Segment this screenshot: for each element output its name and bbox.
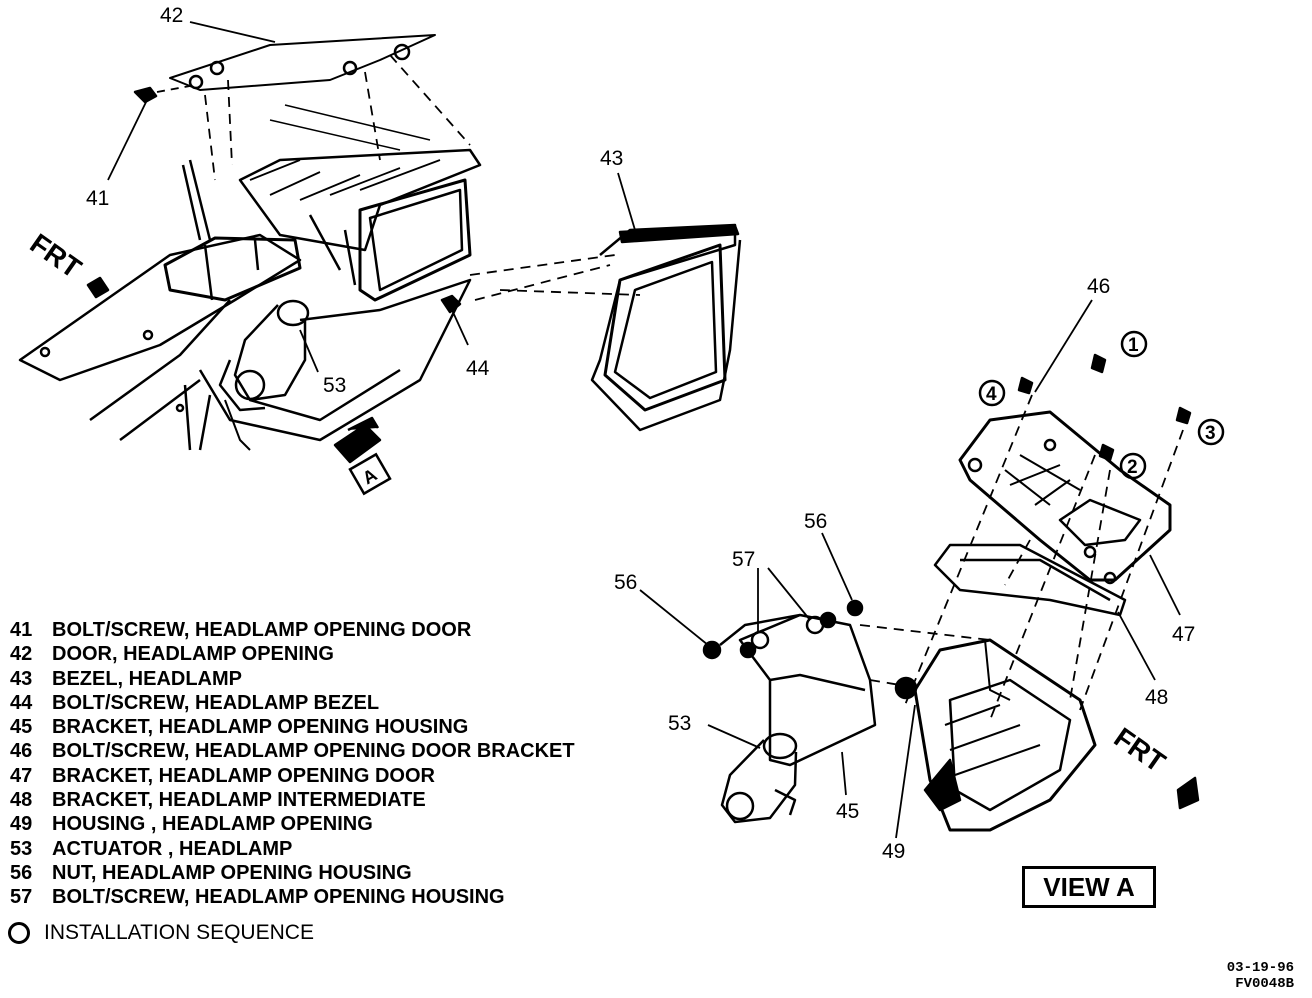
sequence-marker-3-circle [1197,418,1225,446]
callout-labels: 41 42 43 44 53 46 56 56 57 47 48 53 45 4… [86,4,1195,863]
legend-text: BOLT/SCREW, HEADLAMP OPENING DOOR BRACKE… [52,740,575,763]
legend-row: 48 BRACKET, HEADLAMP INTERMEDIATE [10,788,630,812]
document-date: 03-19-96 [1226,960,1294,976]
sequence-markers: 1 2 3 4 [978,330,1225,480]
legend-text: BRACKET, HEADLAMP INTERMEDIATE [52,789,426,812]
callout-42: 42 [160,4,183,27]
callout-41: 41 [86,187,109,210]
legend-row: 47 BRACKET, HEADLAMP OPENING DOOR [10,764,630,788]
callout-56-left: 56 [614,571,637,594]
document-code: 03-19-96 FV0048B [1227,960,1294,992]
legend-text: BRACKET, HEADLAMP OPENING DOOR [52,764,435,787]
callout-56-right: 56 [804,510,827,533]
legend-number: 57 [10,886,33,909]
legend-number: 43 [10,667,33,690]
legend-text: BRACKET, HEADLAMP OPENING HOUSING [52,716,469,739]
legend-row: 43 BEZEL, HEADLAMP [10,667,630,691]
legend-text: BOLT/SCREW, HEADLAMP BEZEL [52,691,380,714]
installation-sequence-note: INSTALLATION SEQUENCE [8,918,314,948]
sequence-marker-4: 4 [986,384,997,405]
view-a-drawing [702,353,1200,832]
legend-row: 42 DOOR, HEADLAMP OPENING [10,642,630,666]
callout-57: 57 [732,548,755,571]
callout-46: 46 [1087,275,1110,298]
legend-row: 41 BOLT/SCREW, HEADLAMP OPENING DOOR [10,618,630,642]
callout-53-upper: 53 [323,374,346,397]
callout-43: 43 [600,147,623,170]
sequence-marker-4-circle [978,379,1006,407]
legend-text: HOUSING , HEADLAMP OPENING [52,813,373,836]
legend-row: 46 BOLT/SCREW, HEADLAMP OPENING DOOR BRAC… [10,739,630,763]
leader-lines [107,21,1181,839]
front-label-upper: FRT [25,228,87,285]
callout-45: 45 [836,800,859,823]
sequence-marker-1: 1 [1128,335,1139,356]
legend-text: ACTUATOR , HEADLAMP [52,837,293,860]
callout-53-lower: 53 [668,712,691,735]
legend-number: 49 [10,813,33,836]
legend-number: 48 [10,789,33,812]
legend-number: 53 [10,837,33,860]
sequence-circle-icon [8,922,30,945]
legend-number: 41 [10,619,33,641]
callout-49: 49 [882,840,905,863]
legend-row: 57 BOLT/SCREW, HEADLAMP OPENING HOUSING [10,885,630,909]
view-a-title: VIEW A [1022,866,1156,908]
sequence-marker-2: 2 [1127,457,1138,478]
legend-number: 46 [10,740,33,763]
legend-number: 44 [10,691,33,714]
upper-assembly-drawing [18,34,742,464]
sequence-marker-2-circle [1119,452,1147,480]
legend-number: 47 [10,764,33,787]
callout-47: 47 [1172,623,1195,646]
front-label-lower: FRT [1109,722,1171,779]
legend-number: 45 [10,716,33,739]
sequence-marker-1-circle [1120,330,1148,358]
legend-row: 44 BOLT/SCREW, HEADLAMP BEZEL [10,691,630,715]
parts-legend: 41 BOLT/SCREW, HEADLAMP OPENING DOOR 42 DO… [10,618,630,910]
legend-row: 45 BRACKET, HEADLAMP OPENING HOUSING [10,715,630,739]
legend-text: BOLT/SCREW, HEADLAMP OPENING DOOR [52,619,472,641]
sequence-marker-3: 3 [1205,423,1216,444]
legend-number: 42 [10,643,33,666]
view-a-marker-box [348,452,392,496]
document-figure-id: FV0048B [1235,976,1294,992]
legend-text: DOOR, HEADLAMP OPENING [52,643,334,666]
installation-sequence-label: INSTALLATION SEQUENCE [44,921,314,944]
legend-row: 56 NUT, HEADLAMP OPENING HOUSING [10,861,630,885]
legend-text: BEZEL, HEADLAMP [52,667,242,690]
legend-row: 53 ACTUATOR , HEADLAMP [10,837,630,861]
callout-48: 48 [1145,686,1168,709]
callout-44: 44 [466,357,490,380]
legend-text: BOLT/SCREW, HEADLAMP OPENING HOUSING [52,886,505,909]
legend-text: NUT, HEADLAMP OPENING HOUSING [52,861,412,884]
legend-row: 49 HOUSING , HEADLAMP OPENING [10,812,630,836]
legend-number: 56 [10,861,33,884]
